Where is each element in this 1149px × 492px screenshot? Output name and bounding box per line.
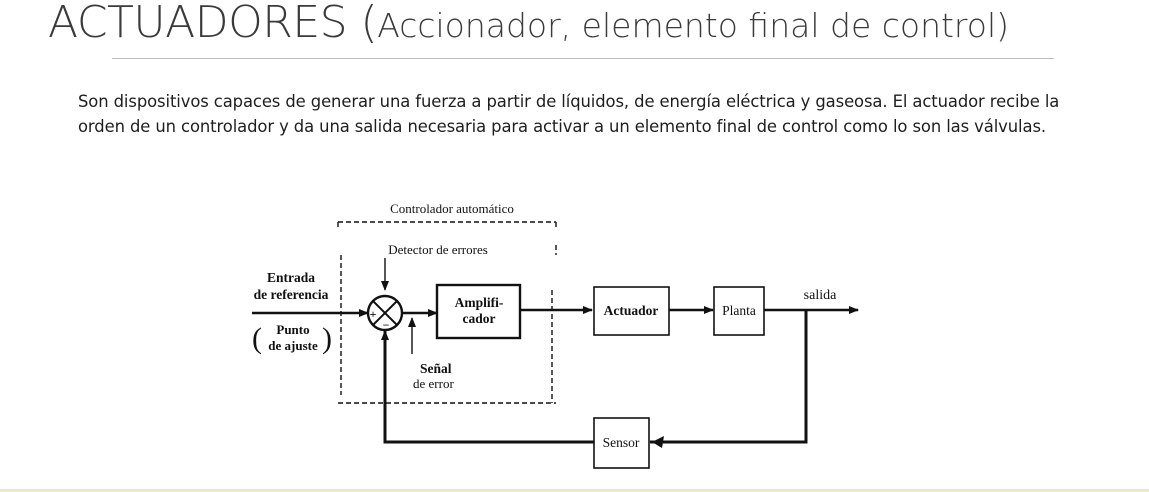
output-label: salida [804,288,837,303]
signal-lines [252,258,859,444]
error-signal-label-line1: Señal [420,361,452,376]
plant-label: Planta [722,303,756,318]
title-divider [112,58,1054,59]
feedback-arrowhead [652,436,664,448]
input-label-line1: Entrada [267,270,315,285]
setpoint-open-paren: ( [252,322,262,355]
comparator-plus: + [370,307,377,321]
amplifier-label-line1: Amplifi- [455,295,504,310]
slide-title: ACTUADORES (Accionador, elemento final d… [48,0,1009,55]
sensor-label: Sensor [603,435,640,450]
plant-block [713,286,765,336]
actuator-block [593,286,670,336]
slide-paragraph: Son dispositivos capaces de generar una … [78,92,1060,136]
sensor-block [593,417,650,469]
input-label-line2: de referencia [254,287,329,302]
setpoint-close-paren: ) [322,322,332,355]
actuator-label: Actuador [604,303,659,318]
error-detector-label: Detector de errores [388,242,488,257]
amplifier-block [435,283,522,340]
controller-label: Controlador automático [390,201,514,216]
feedback-right [650,310,808,444]
comparator-minus: − [383,318,390,332]
setpoint-label-line2: de ajuste [268,338,318,353]
setpoint-label-line1: Punto [276,322,309,337]
amplifier-label-line2: cador [463,311,496,326]
bottom-accent-bar [0,489,1149,492]
slide-title-sub: Accionador, elemento final de control) [377,6,1010,45]
error-signal-label-line2: de error [413,376,454,391]
slide-title-main: ACTUADORES ( [48,0,378,48]
feedback-left [381,330,594,444]
comparator [366,294,404,332]
